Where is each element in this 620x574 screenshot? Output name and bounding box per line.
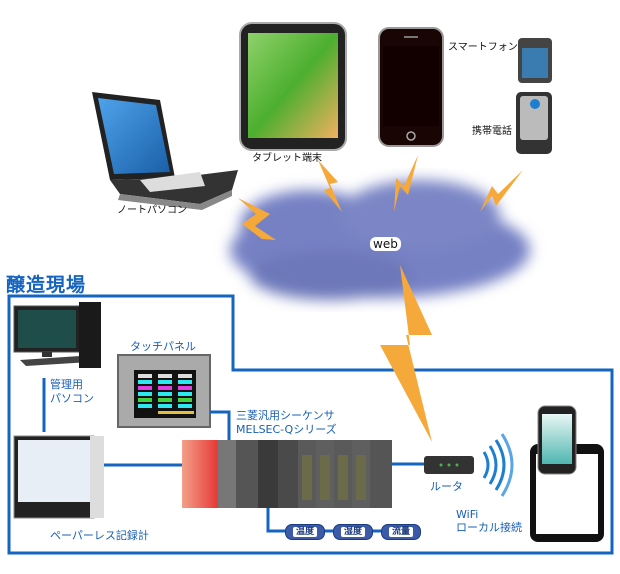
bolt-smartphone xyxy=(394,155,418,212)
touch-panel-buttons xyxy=(138,374,194,414)
label-admin-pc-2: パソコン xyxy=(50,392,94,405)
sensor-humidity: 湿度 xyxy=(333,524,373,540)
label-wifi-2: ローカル接続 xyxy=(456,521,522,534)
tablet-icon xyxy=(239,22,347,151)
bolt-tablet xyxy=(318,160,342,212)
label-wifi-1: WiFi xyxy=(456,508,479,521)
label-admin-pc-1: 管理用 xyxy=(50,378,83,391)
label-feature-phone: 携帯電話 xyxy=(472,126,512,137)
bolt-laptop xyxy=(238,198,276,240)
sensor-flow-label: 流量 xyxy=(388,527,413,537)
label-web: web xyxy=(370,237,401,251)
label-tablet: タブレット端末 xyxy=(252,153,322,164)
touch-panel-icon xyxy=(117,354,211,428)
desktop-pc-icon xyxy=(13,302,101,368)
lightning-bolts xyxy=(238,155,523,442)
web-cloud xyxy=(230,180,530,300)
sensor-flow: 流量 xyxy=(381,524,421,540)
bolt-phone xyxy=(480,170,523,212)
bolt-web-router xyxy=(380,265,432,442)
sensor-temperature: 温度 xyxy=(285,524,325,540)
laptop-icon xyxy=(92,92,238,210)
label-recorder: ペーパーレス記録計 xyxy=(50,529,149,542)
label-smartphone: スマートフォン xyxy=(448,42,518,53)
router-icon xyxy=(424,456,474,474)
label-router: ルータ xyxy=(430,480,463,493)
plc-rack-icon xyxy=(182,440,392,508)
sensor-temperature-label: 温度 xyxy=(292,527,317,537)
link-touchpanel-plc xyxy=(210,410,231,442)
site-title: 醸造現場 xyxy=(6,274,87,296)
site-frame xyxy=(7,294,614,555)
sensor-humidity-label: 湿度 xyxy=(340,527,365,537)
smartphone-icon xyxy=(378,27,444,147)
flip-phone-icon xyxy=(516,38,552,154)
label-plc-1: 三菱汎用シーケンサ xyxy=(236,409,335,422)
paperless-recorder-icon xyxy=(13,435,104,519)
local-smartphone-icon xyxy=(537,405,577,475)
label-laptop: ノートパソコン xyxy=(117,205,187,216)
label-plc-2: MELSEC-Qシリーズ xyxy=(236,423,337,436)
label-touch-panel: タッチパネル xyxy=(130,340,196,353)
wifi-waves-icon xyxy=(482,433,514,497)
